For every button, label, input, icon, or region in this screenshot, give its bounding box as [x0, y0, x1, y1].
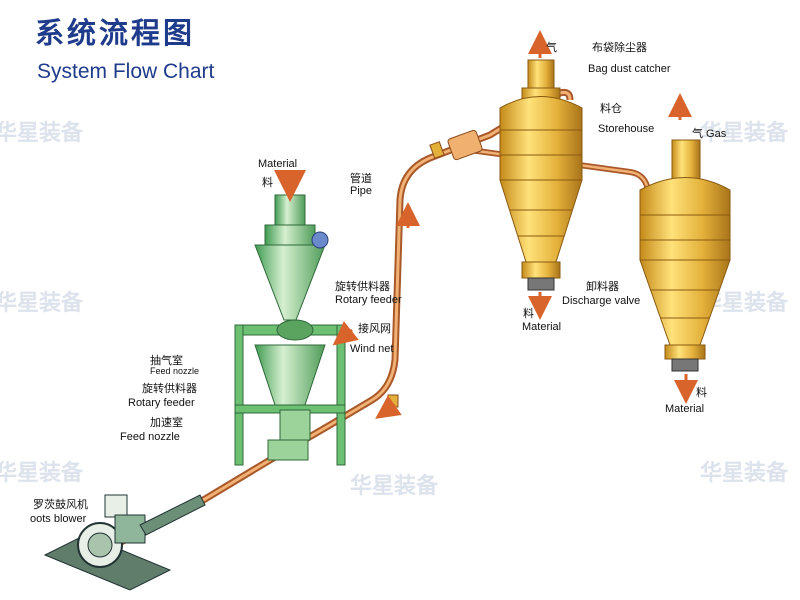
- feed-nozzle-en: Feed nozzle: [150, 366, 200, 376]
- wind-net-cn: 接风网: [358, 323, 391, 335]
- output-left-en: Material: [522, 321, 562, 333]
- pipe-label-en: Pipe: [350, 185, 373, 197]
- discharge-valve-cn: 卸料器: [586, 281, 619, 293]
- watermark: 华星装备: [350, 474, 439, 499]
- output-right-en: Material: [665, 403, 705, 415]
- gas-top-label: 气: [546, 42, 557, 54]
- wind-net-en: Wind net: [350, 343, 394, 355]
- storehouse-silo-right: [639, 139, 731, 372]
- bag-catcher-cn: 布袋除尘器: [592, 42, 647, 54]
- blower-en: oots blower: [30, 513, 87, 525]
- watermark: 华星装备: [0, 121, 84, 146]
- gas-right-label: 气 Gas: [692, 128, 727, 140]
- feeding-hopper: [234, 194, 346, 466]
- material-in-en: Material: [258, 158, 298, 170]
- discharge-valve-en: Discharge valve: [562, 295, 641, 307]
- storehouse-en: Storehouse: [598, 123, 655, 135]
- rotary-feeder-mid-en: Rotary feeder: [128, 397, 195, 409]
- feed-nozzle-cn: 抽气室: [150, 355, 183, 367]
- roots-blower: [43, 494, 206, 591]
- page-title-cn: 系统流程图: [35, 16, 196, 50]
- rotary-feeder-top-cn: 旋转供料器: [335, 281, 390, 293]
- storehouse-silo-left: [499, 59, 583, 291]
- watermark: 华星装备: [700, 461, 789, 486]
- blower-cn: 罗茨鼓风机: [33, 499, 88, 511]
- watermark: 华星装备: [0, 461, 84, 486]
- accel-chamber-cn: 加速室: [150, 417, 183, 429]
- rotary-feeder-top-en: Rotary feeder: [335, 294, 402, 306]
- accel-chamber-en: Feed nozzle: [120, 431, 180, 443]
- watermark: 华星装备: [700, 121, 789, 146]
- rotary-feeder-mid-cn: 旋转供料器: [142, 383, 197, 395]
- pipe-label-cn: 管道: [350, 173, 372, 185]
- output-right-cn: 料: [696, 387, 707, 399]
- watermark: 华星装备: [0, 291, 84, 316]
- material-in-cn: 料: [262, 177, 273, 189]
- storehouse-cn: 料仓: [600, 103, 622, 115]
- page-title-en: System Flow Chart: [37, 60, 215, 83]
- output-left-cn: 料: [523, 308, 534, 320]
- pipe-tee: [447, 129, 483, 161]
- bag-catcher-en: Bag dust catcher: [588, 63, 671, 75]
